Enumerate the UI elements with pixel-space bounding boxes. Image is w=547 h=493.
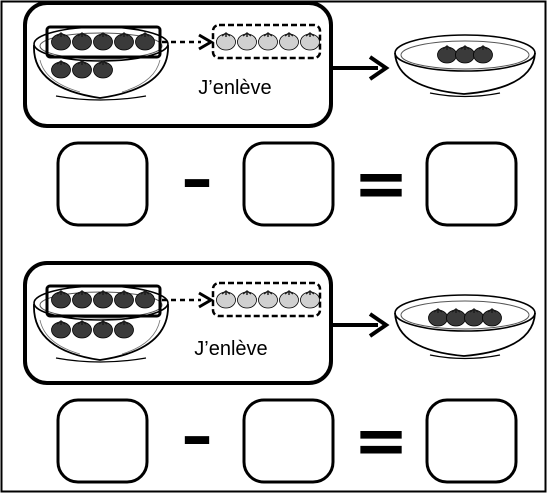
removed-tomato-row <box>216 290 320 309</box>
equals-sign: = <box>353 402 408 479</box>
remove-arrow <box>162 291 214 309</box>
tomato-icon <box>135 32 155 51</box>
tomato-icon <box>72 60 92 79</box>
bowl-tomato-row-2 <box>51 320 134 339</box>
tomato-icon <box>93 60 113 79</box>
tomato-icon <box>258 290 278 309</box>
tomato-icon <box>93 32 113 51</box>
result-tomato-row <box>428 308 502 327</box>
tomato-icon <box>93 290 113 309</box>
result-arrow <box>331 312 390 338</box>
tomato-icon <box>51 320 71 339</box>
tomato-icon <box>428 308 448 327</box>
remove-label: J’enlève <box>194 338 267 360</box>
bowl-right <box>394 34 536 98</box>
tomato-icon <box>51 32 71 51</box>
answer-box-1[interactable] <box>56 398 149 484</box>
bowl-right <box>394 294 536 360</box>
equals-sign: = <box>353 145 408 222</box>
bowl-left <box>33 285 169 363</box>
tomato-icon <box>473 45 493 64</box>
tomato-icon <box>279 290 299 309</box>
result-tomato-row <box>437 45 493 64</box>
tomato-icon <box>51 60 71 79</box>
tomato-icon <box>237 32 257 51</box>
tomato-icon <box>114 320 134 339</box>
answer-box-2[interactable] <box>242 141 335 227</box>
minus-sign: – <box>182 399 213 472</box>
removed-box <box>211 23 322 60</box>
exercise-2: J’enlève – = <box>23 261 536 484</box>
tomato-icon <box>237 290 257 309</box>
tomato-icon <box>72 32 92 51</box>
remove-arrow <box>162 33 214 51</box>
tomato-icon <box>482 308 502 327</box>
selection-box <box>45 284 162 318</box>
answer-box-2[interactable] <box>242 398 335 484</box>
tomato-icon <box>72 320 92 339</box>
tomato-icon <box>135 290 155 309</box>
removed-tomato-row <box>216 32 320 51</box>
bowl-tomato-row-2 <box>51 60 113 79</box>
tomato-icon <box>455 45 475 64</box>
result-arrow <box>331 55 390 81</box>
tomato-icon <box>437 45 457 64</box>
tomato-icon <box>72 290 92 309</box>
tomato-icon <box>258 32 278 51</box>
remove-label: J’enlève <box>198 77 271 99</box>
answer-box-1[interactable] <box>56 141 149 227</box>
tomato-icon <box>216 32 236 51</box>
answer-box-3[interactable] <box>425 398 518 484</box>
selection-box <box>45 25 162 59</box>
tomato-icon <box>51 290 71 309</box>
tomato-icon <box>279 32 299 51</box>
tomato-icon <box>216 290 236 309</box>
equation: – = <box>56 398 518 484</box>
tomato-icon <box>93 320 113 339</box>
tomato-icon <box>300 32 320 51</box>
picture-panel <box>23 261 333 385</box>
tomato-icon <box>464 308 484 327</box>
tomato-icon <box>300 290 320 309</box>
picture-panel <box>23 1 333 128</box>
bowl-tomato-row-1 <box>51 32 155 51</box>
removed-box <box>211 281 322 318</box>
minus-sign: – <box>182 142 213 215</box>
answer-box-3[interactable] <box>425 141 518 227</box>
equation: – = <box>56 141 518 227</box>
tomato-icon <box>114 32 134 51</box>
bowl-tomato-row-1 <box>51 290 155 309</box>
exercise-1: J’enlève – = <box>23 1 536 227</box>
tomato-icon <box>114 290 134 309</box>
tomato-icon <box>446 308 466 327</box>
